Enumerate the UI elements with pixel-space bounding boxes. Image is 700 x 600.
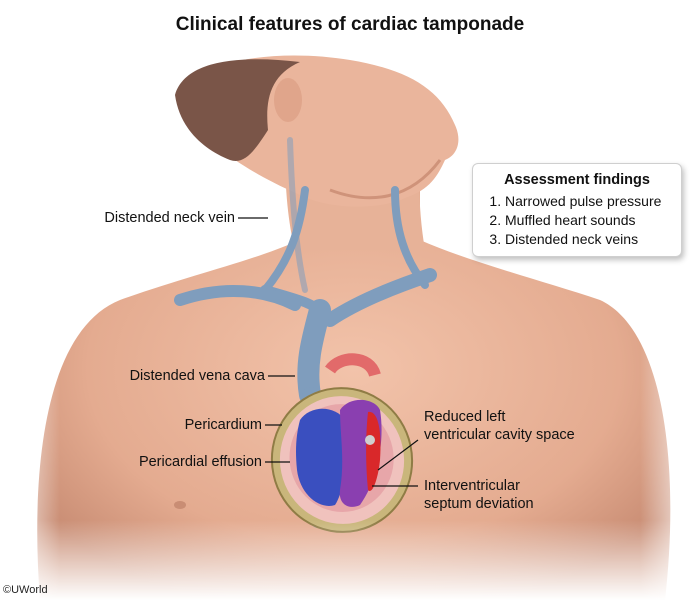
label-septum-line2: septum deviation (424, 496, 534, 512)
ear (274, 78, 302, 122)
hair (175, 59, 300, 161)
finding-item: Narrowed pulse pressure (505, 192, 671, 211)
label-septum-line1: Interventricular (424, 478, 520, 494)
label-distended-vena-cava: Distended vena cava (129, 368, 265, 384)
leader-reduced-lv (377, 439, 419, 471)
lv-cavity (366, 411, 381, 491)
right-ventricle (296, 408, 347, 506)
jugular-vein (287, 137, 308, 293)
assessment-findings-box: Assessment findings Narrowed pulse press… (472, 163, 682, 257)
diagram-title: Clinical features of cardiac tamponade (175, 14, 525, 35)
findings-list: Narrowed pulse pressure Muffled heart so… (483, 192, 671, 249)
label-pericardium: Pericardium (184, 417, 262, 433)
copyright-notice: ©UWorld (3, 584, 48, 596)
label-reduced-lv-line1: Reduced left (424, 409, 506, 425)
finding-item: Distended neck veins (505, 230, 671, 249)
findings-heading: Assessment findings (504, 172, 650, 188)
vena-cava (297, 299, 331, 406)
label-reduced-lv-line2: ventricular cavity space (424, 427, 575, 443)
label-pericardial-effusion: Pericardial effusion (138, 454, 262, 470)
label-distended-neck-vein: Distended neck vein (104, 210, 235, 226)
finding-item: Muffled heart sounds (505, 211, 671, 230)
